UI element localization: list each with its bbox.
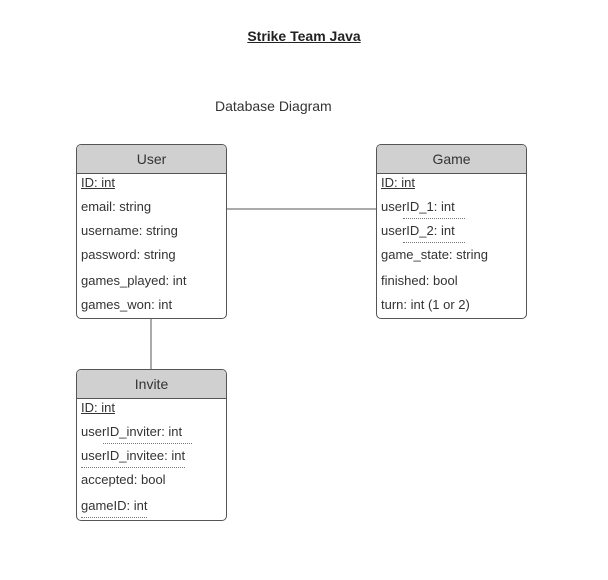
entity-user-header: User [77, 145, 226, 174]
entity-invite[interactable]: Invite ID: int userID_inviter: int userI… [76, 369, 227, 521]
game-field-id: ID: int [381, 175, 415, 190]
game-field-userid-2: userID_2: int [381, 223, 465, 243]
diagram-title: Strike Team Java [247, 28, 361, 44]
game-field-userid-1: userID_1: int [381, 199, 465, 219]
invite-field-accepted: accepted: bool [81, 472, 166, 487]
user-field-games-won: games_won: int [81, 297, 173, 312]
entity-user[interactable]: User ID: int email: string username: str… [76, 144, 227, 319]
invite-field-userid-inviter: userID_inviter: int [81, 424, 193, 444]
invite-field-id: ID: int [81, 400, 115, 415]
entity-game-header: Game [377, 145, 526, 174]
user-field-id: ID: int [81, 175, 115, 190]
user-field-username: username: string [81, 223, 178, 238]
invite-field-gameid: gameID: int [81, 498, 148, 518]
game-field-game-state: game_state: string [381, 247, 488, 262]
diagram-subtitle: Database Diagram [215, 98, 332, 114]
invite-field-userid-invitee: userID_invitee: int [81, 448, 186, 468]
game-field-finished: finished: bool [381, 273, 458, 288]
entity-game[interactable]: Game ID: int userID_1: int userID_2: int… [376, 144, 527, 319]
user-field-games-played: games_played: int [81, 273, 187, 288]
game-field-turn: turn: int (1 or 2) [381, 297, 470, 312]
user-field-password: password: string [81, 247, 176, 262]
entity-invite-header: Invite [77, 370, 226, 399]
user-field-email: email: string [81, 199, 152, 214]
